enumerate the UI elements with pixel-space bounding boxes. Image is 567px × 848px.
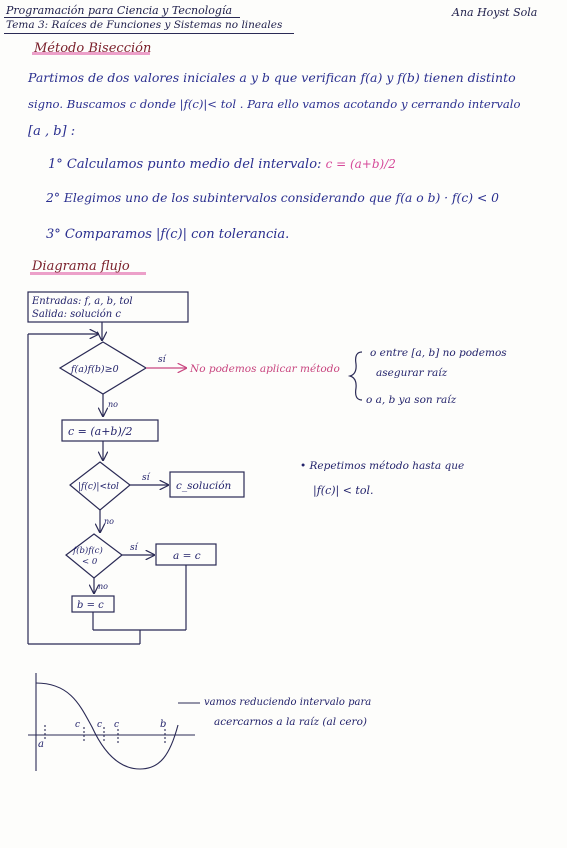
box-outputs-text: Salida: solución c [32, 309, 121, 320]
box-b-eq-c-text: b = c [77, 600, 104, 611]
box-inputs [27, 291, 189, 323]
box-inputs-text: Entradas: f, a, b, tol [31, 296, 133, 307]
section2-title: Diagrama flujo [32, 259, 130, 274]
step-1-formula: c = (a+b)/2 [325, 157, 396, 171]
d3-no-label: no [98, 582, 108, 591]
note-a-line2: asegurar raíz [376, 367, 448, 379]
intro-line-2: signo. Buscamos c donde |f(c)|< tol . Pa… [28, 97, 521, 111]
box-midpoint [61, 419, 159, 442]
function-curve [35, 682, 179, 770]
box-solution-text: c_solución [176, 480, 232, 492]
d1-no-label: no [108, 400, 118, 409]
note-a-line1: o entre [a, b] no podemos [370, 347, 507, 359]
note-repeat-line1: • Repetimos método hasta que [300, 460, 464, 472]
section1-highlight [32, 52, 150, 55]
graph-note-line1: vamos reduciendo intervalo para [204, 697, 371, 708]
flowchart: Entradas: f, a, b, tol Salida: solución … [27, 291, 507, 645]
d3-si-label: sí [130, 542, 139, 553]
header-subject: Programación para Ciencia y Tecnología [6, 4, 233, 17]
intro-line-3: [a , b] : [28, 124, 76, 139]
header-topic: Tema 3: Raíces de Funciones y Sistemas n… [6, 19, 283, 31]
d1-si-label: sí [158, 354, 167, 365]
box-a-eq-c-text: a = c [173, 550, 201, 562]
label-c2: c [97, 720, 102, 730]
note-repeat-line2: |f(c)| < tol. [313, 484, 374, 498]
label-c1: c [75, 720, 80, 730]
brace [347, 351, 363, 401]
label-c3: c [114, 720, 119, 730]
diamond-1-label: f(a)f(b)≥0 [70, 364, 119, 375]
header-author: Ana Hoyst Sola [452, 6, 538, 19]
step-3: 3° Comparamos |f(c)| con tolerancia. [46, 227, 290, 242]
bisection-sketch: a c c c b vamos reduciendo intervalo par… [28, 673, 371, 771]
box-midpoint-text: c = (a+b)/2 [68, 425, 132, 438]
d2-si-label: sí [142, 472, 151, 483]
header-underline-2 [4, 33, 294, 34]
note-b: o a, b ya son raíz [366, 394, 457, 406]
diamond-3-label-1: f(b)f(c) [72, 545, 103, 556]
section2-highlight [30, 272, 146, 275]
graph-note-line2: acercarnos a la raíz (al cero) [214, 716, 367, 728]
section1-title: Método Bisección [34, 41, 152, 56]
intro-line-1: Partimos de dos valores iniciales a y b … [28, 70, 516, 85]
label-a: a [38, 739, 44, 750]
box-solution [169, 471, 245, 498]
step-1-text: 1° Calculamos punto medio del intervalo: [48, 157, 322, 172]
step-1: 1° Calculamos punto medio del intervalo:… [48, 157, 396, 172]
header-underline-1 [4, 17, 240, 18]
diamond-2-label: |f(c)|<tol [78, 481, 119, 492]
d1-result: No podemos aplicar método [189, 363, 340, 375]
d2-no-label: no [104, 517, 114, 526]
diamond-3 [65, 533, 123, 579]
diamond-3-label-2: < 0 [82, 557, 98, 567]
label-b: b [160, 719, 166, 730]
step-2: 2° Elegimos uno de los subintervalos con… [46, 191, 499, 205]
